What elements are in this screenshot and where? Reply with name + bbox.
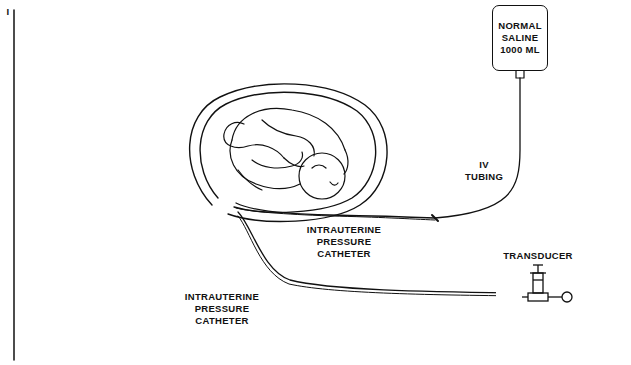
node-text: NORMAL SALINE 1000 ML	[495, 20, 545, 56]
catheter-label: INTRAUTERINE PRESSURE CATHETER	[296, 224, 392, 260]
tubing-label: IV TUBING	[464, 159, 504, 183]
node-text: TRANSDUCER	[498, 250, 578, 262]
margin-rule	[13, 10, 15, 360]
catheter-line	[236, 208, 435, 220]
catheter-label: INTRAUTERINE PRESSURE CATHETER	[174, 291, 270, 327]
uterus	[190, 84, 387, 222]
fetus	[224, 108, 348, 199]
bag-port	[516, 70, 524, 78]
catheter-line	[238, 216, 528, 296]
iv-tubing	[435, 78, 520, 218]
transducer-symbol	[496, 264, 580, 310]
catheter-line	[238, 212, 528, 293]
page-mark: I	[4, 6, 12, 18]
transducer: TRANSDUCER	[496, 250, 580, 308]
saline-bag: NORMAL SALINE 1000 ML	[492, 5, 548, 71]
tube-joint	[432, 215, 438, 221]
